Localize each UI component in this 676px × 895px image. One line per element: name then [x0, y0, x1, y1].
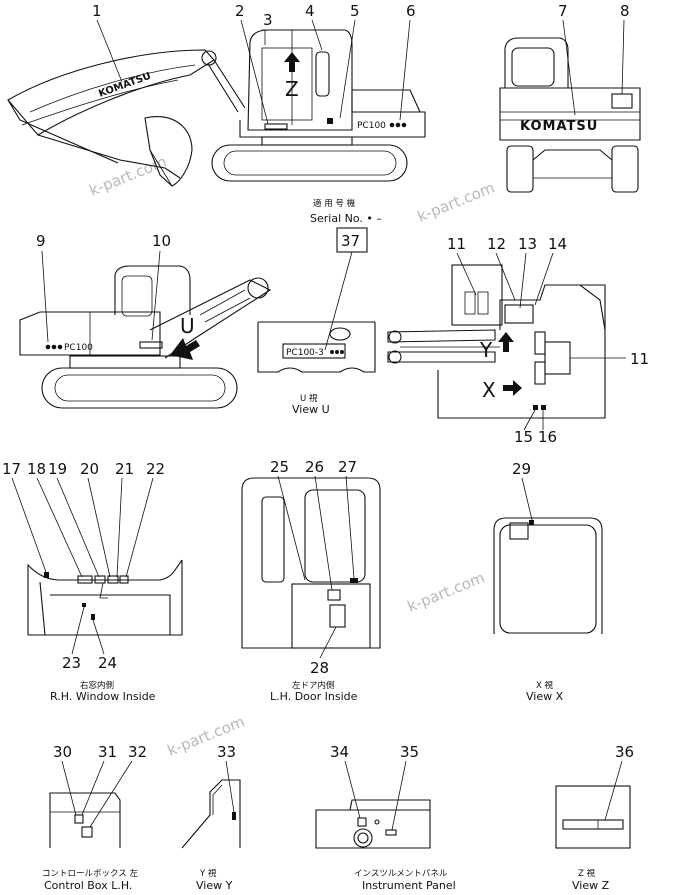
view-y-panel — [181, 779, 241, 849]
view-u-panel: PC100-3 — [257, 321, 376, 373]
rear-logo: KOMATSU — [520, 119, 598, 134]
y-mark: Y — [479, 338, 493, 362]
callout-26: 26 — [305, 458, 324, 476]
boom — [7, 49, 215, 136]
callout-2: 2 — [235, 2, 245, 20]
callout-9: 9 — [36, 232, 46, 250]
view-z-panel — [555, 785, 631, 849]
serial-label: Serial No. • – — [310, 212, 382, 225]
callout-7: 7 — [558, 2, 568, 20]
excavator-left-side-view: U PC100 — [19, 265, 272, 409]
bucket — [144, 116, 193, 187]
callout-31: 31 — [98, 743, 117, 761]
view-x-caption-jp: X 視 — [536, 680, 554, 691]
callout-11-top: 11 — [447, 235, 466, 253]
view-z-caption-jp: Z 視 — [578, 868, 596, 879]
view-z-caption: View Z — [572, 879, 610, 892]
lh-door-caption: L.H. Door Inside — [270, 690, 358, 703]
callout-37: 37 — [341, 232, 360, 250]
callout-33: 33 — [217, 743, 236, 761]
view-u-caption: View U — [292, 403, 330, 416]
callout-18: 18 — [27, 460, 46, 478]
side-model-plate: PC100 — [357, 121, 386, 131]
callout-36: 36 — [615, 743, 634, 761]
callout-15: 15 — [514, 428, 533, 446]
watermark: k-part.com — [87, 152, 169, 199]
callout-34: 34 — [330, 743, 349, 761]
callout-19: 19 — [48, 460, 67, 478]
callout-6: 6 — [406, 2, 416, 20]
view-x-caption: View X — [526, 690, 564, 703]
lh-door-caption-jp: 左ドア内側 — [292, 680, 335, 691]
callout-29: 29 — [512, 460, 531, 478]
callout-35: 35 — [400, 743, 419, 761]
callout-25: 25 — [270, 458, 289, 476]
callout-14: 14 — [548, 235, 567, 253]
callout-28: 28 — [310, 659, 329, 677]
callout-16: 16 — [538, 428, 557, 446]
u-mark: U — [180, 314, 195, 338]
control-box-caption: Control Box L.H. — [44, 879, 132, 892]
callout-17: 17 — [2, 460, 21, 478]
view-u-caption-jp: U 視 — [300, 393, 318, 404]
callout-24: 24 — [98, 654, 117, 672]
control-box-caption-jp: コントロールボックス 左 — [42, 868, 138, 879]
serial-label-jp: 適 用 号 機 — [313, 198, 356, 209]
instrument-caption: Instrument Panel — [362, 879, 456, 892]
callout-13: 13 — [518, 235, 537, 253]
view-x-panel — [493, 517, 603, 634]
callouts-side-view: 1 2 3 4 5 6 — [92, 2, 416, 125]
top-view-panel: Y X — [387, 264, 606, 419]
callout-4: 4 — [305, 2, 315, 20]
watermark: k-part.com — [415, 178, 497, 225]
callout-5: 5 — [350, 2, 360, 20]
callout-27: 27 — [338, 458, 357, 476]
instrument-caption-jp: インスツルメントパネル — [354, 869, 448, 879]
callout-22: 22 — [146, 460, 165, 478]
callout-8: 8 — [620, 2, 630, 20]
callout-23: 23 — [62, 654, 81, 672]
view-y-caption-jp: Y 視 — [199, 868, 217, 879]
rh-window-caption: R.H. Window Inside — [50, 690, 156, 703]
callout-3: 3 — [263, 11, 273, 29]
callout-12: 12 — [487, 235, 506, 253]
excavator-side-view: KOMATSU Z PC100 — [7, 29, 426, 187]
control-box-panel — [49, 792, 121, 848]
rh-window-inside-panel — [27, 559, 183, 636]
rh-window-caption-jp: 右窓内側 — [80, 680, 114, 691]
callout-30: 30 — [53, 743, 72, 761]
callout-21: 21 — [115, 460, 134, 478]
watermark: k-part.com — [405, 568, 487, 615]
callout-20: 20 — [80, 460, 99, 478]
callout-1: 1 — [92, 2, 102, 20]
left-model-plate: PC100 — [64, 343, 93, 353]
boom-logo: KOMATSU — [97, 71, 152, 100]
callout-10: 10 — [152, 232, 171, 250]
view-y-caption: View Y — [196, 879, 233, 892]
excavator-rear-view: KOMATSU — [499, 37, 641, 193]
callout-11-right: 11 — [630, 350, 649, 368]
view-u-model-plate: PC100-3 — [286, 348, 324, 358]
instrument-panel — [315, 799, 431, 849]
x-mark: X — [482, 378, 496, 402]
cab — [247, 29, 353, 131]
crawler-track — [211, 144, 408, 182]
lh-door-inside-panel — [241, 477, 381, 649]
callout-32: 32 — [128, 743, 147, 761]
